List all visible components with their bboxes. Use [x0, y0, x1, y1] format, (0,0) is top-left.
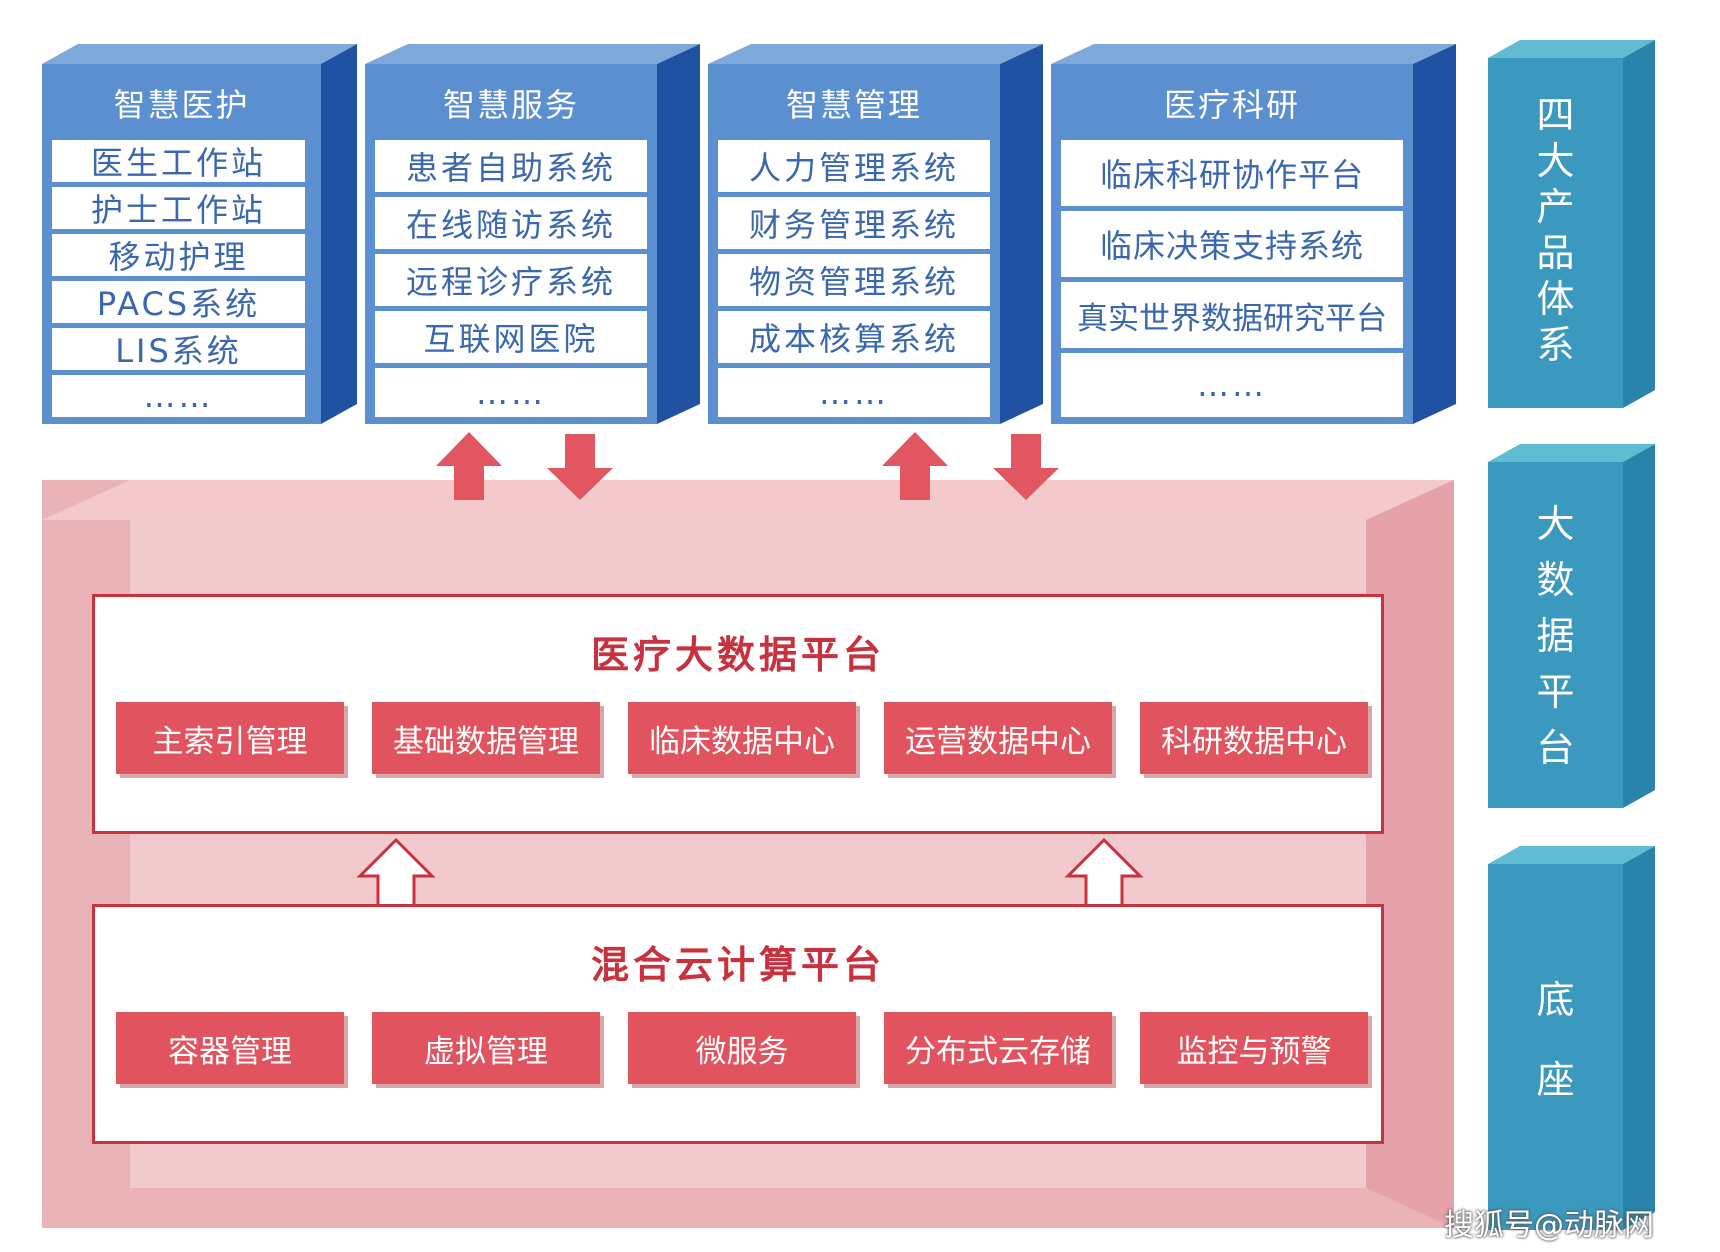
arrow-up-1 [436, 432, 502, 500]
side-char: 体 [1536, 277, 1575, 321]
column-1-item: …… [52, 375, 305, 417]
bigdata-module: 运营数据中心 [884, 702, 1112, 774]
side-char: 据 [1536, 614, 1575, 658]
side-box-base [1488, 846, 1655, 1230]
side-char: 产 [1536, 185, 1575, 229]
side-char: 大 [1536, 502, 1575, 546]
column-2-item: 在线随访系统 [375, 197, 647, 249]
bigdata-module: 科研数据中心 [1140, 702, 1368, 774]
cloud-module: 虚拟管理 [372, 1012, 600, 1084]
side-char: 大 [1536, 139, 1575, 183]
side-char: 底 [1536, 978, 1575, 1022]
side-char: 座 [1536, 1058, 1575, 1102]
bigdata-module: 临床数据中心 [628, 702, 856, 774]
side-char: 品 [1536, 231, 1575, 275]
column-2-item: 远程诊疗系统 [375, 254, 647, 306]
arrow-down-1 [547, 434, 613, 500]
column-3-item: 人力管理系统 [718, 140, 990, 192]
column-4-item: 真实世界数据研究平台 [1061, 282, 1403, 348]
column-1-item: PACS系统 [52, 281, 305, 323]
cloud-platform-title: 混合云计算平台 [590, 943, 885, 987]
column-title-3: 智慧管理 [785, 86, 922, 124]
watermark: 搜狐号@动脉网 [1444, 1208, 1654, 1243]
arrow-up-2 [882, 432, 948, 500]
column-1-item: 医生工作站 [52, 140, 305, 182]
column-4-item: 临床科研协作平台 [1061, 140, 1403, 206]
column-3-item: …… [718, 368, 990, 417]
column-4-item: 临床决策支持系统 [1061, 211, 1403, 277]
bigdata-platform-title: 医疗大数据平台 [590, 633, 885, 677]
side-label-base: 底 座 [1488, 960, 1623, 1120]
cloud-module: 容器管理 [116, 1012, 344, 1084]
column-2-item: 患者自助系统 [375, 140, 647, 192]
column-title-2: 智慧服务 [442, 86, 579, 124]
column-2-item: 互联网医院 [375, 311, 647, 363]
exchange-arrows [436, 432, 1059, 500]
column-3-item: 物资管理系统 [718, 254, 990, 306]
column-2-item: …… [375, 368, 647, 417]
side-char: 系 [1536, 323, 1575, 367]
side-label-bigdata: 大 数 据 平 台 [1488, 496, 1623, 776]
side-char: 四 [1536, 93, 1575, 137]
column-3-item: 成本核算系统 [718, 311, 990, 363]
cloud-module: 微服务 [628, 1012, 856, 1084]
column-3-item: 财务管理系统 [718, 197, 990, 249]
column-4-item: …… [1061, 353, 1403, 417]
side-char: 台 [1536, 726, 1575, 770]
side-char: 平 [1536, 670, 1575, 714]
column-1-item: 护士工作站 [52, 187, 305, 229]
column-1-item: 移动护理 [52, 234, 305, 276]
bigdata-module: 主索引管理 [116, 702, 344, 774]
arrow-down-2 [993, 434, 1059, 500]
column-1-item: LIS系统 [52, 328, 305, 370]
bigdata-module: 基础数据管理 [372, 702, 600, 774]
side-label-products: 四 大 产 品 体 系 [1488, 92, 1623, 368]
column-title-1: 智慧医护 [113, 86, 250, 124]
cloud-module: 监控与预警 [1140, 1012, 1368, 1084]
column-title-4: 医疗科研 [1163, 86, 1300, 124]
side-box-bigdata [1488, 444, 1655, 808]
side-box-products [1488, 40, 1655, 408]
side-char: 数 [1536, 558, 1575, 602]
cloud-module: 分布式云存储 [884, 1012, 1112, 1084]
